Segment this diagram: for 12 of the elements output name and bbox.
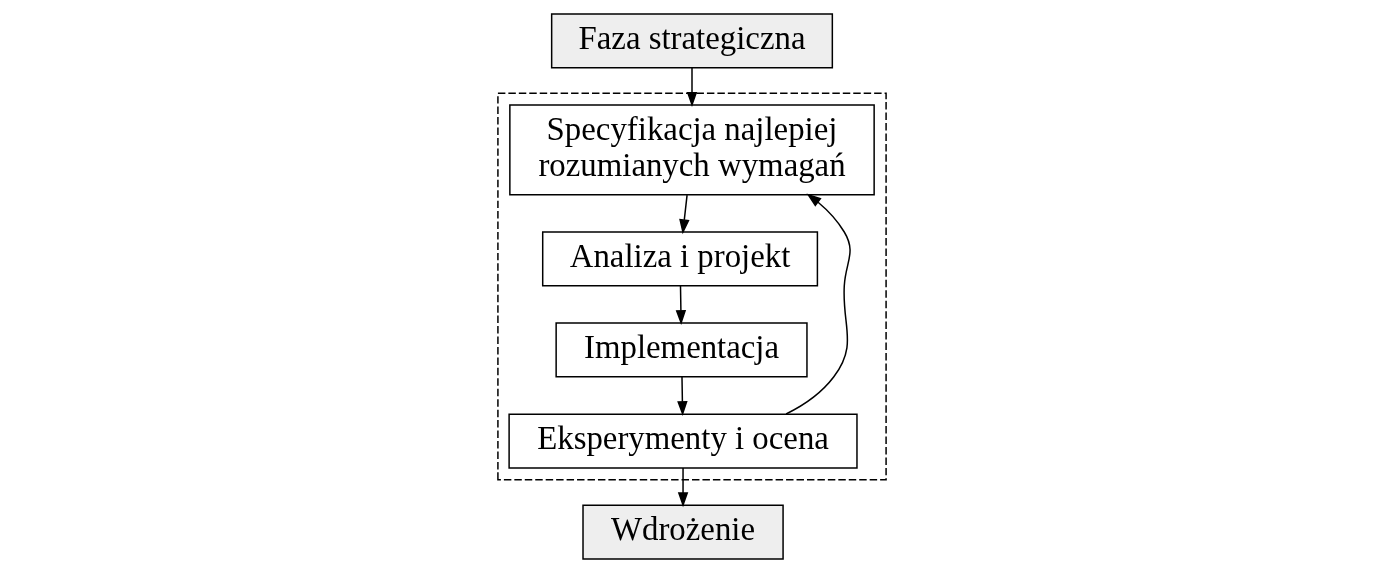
arrow xyxy=(677,467,688,508)
arrow xyxy=(676,376,688,417)
arrow xyxy=(686,67,697,108)
node-box: Specyfikacja najlepiej rozumianych wymagań xyxy=(508,104,875,196)
node-box: Faza strategiczna xyxy=(550,13,833,69)
arrow xyxy=(678,194,690,235)
node-box: Wdrożenie xyxy=(581,504,784,560)
arrow xyxy=(784,193,851,415)
node-box: Implementacja xyxy=(554,322,808,378)
node-box: Eksperymenty i ocena xyxy=(507,413,858,469)
node-box: Analiza i projekt xyxy=(541,231,818,287)
arrow xyxy=(675,285,686,325)
